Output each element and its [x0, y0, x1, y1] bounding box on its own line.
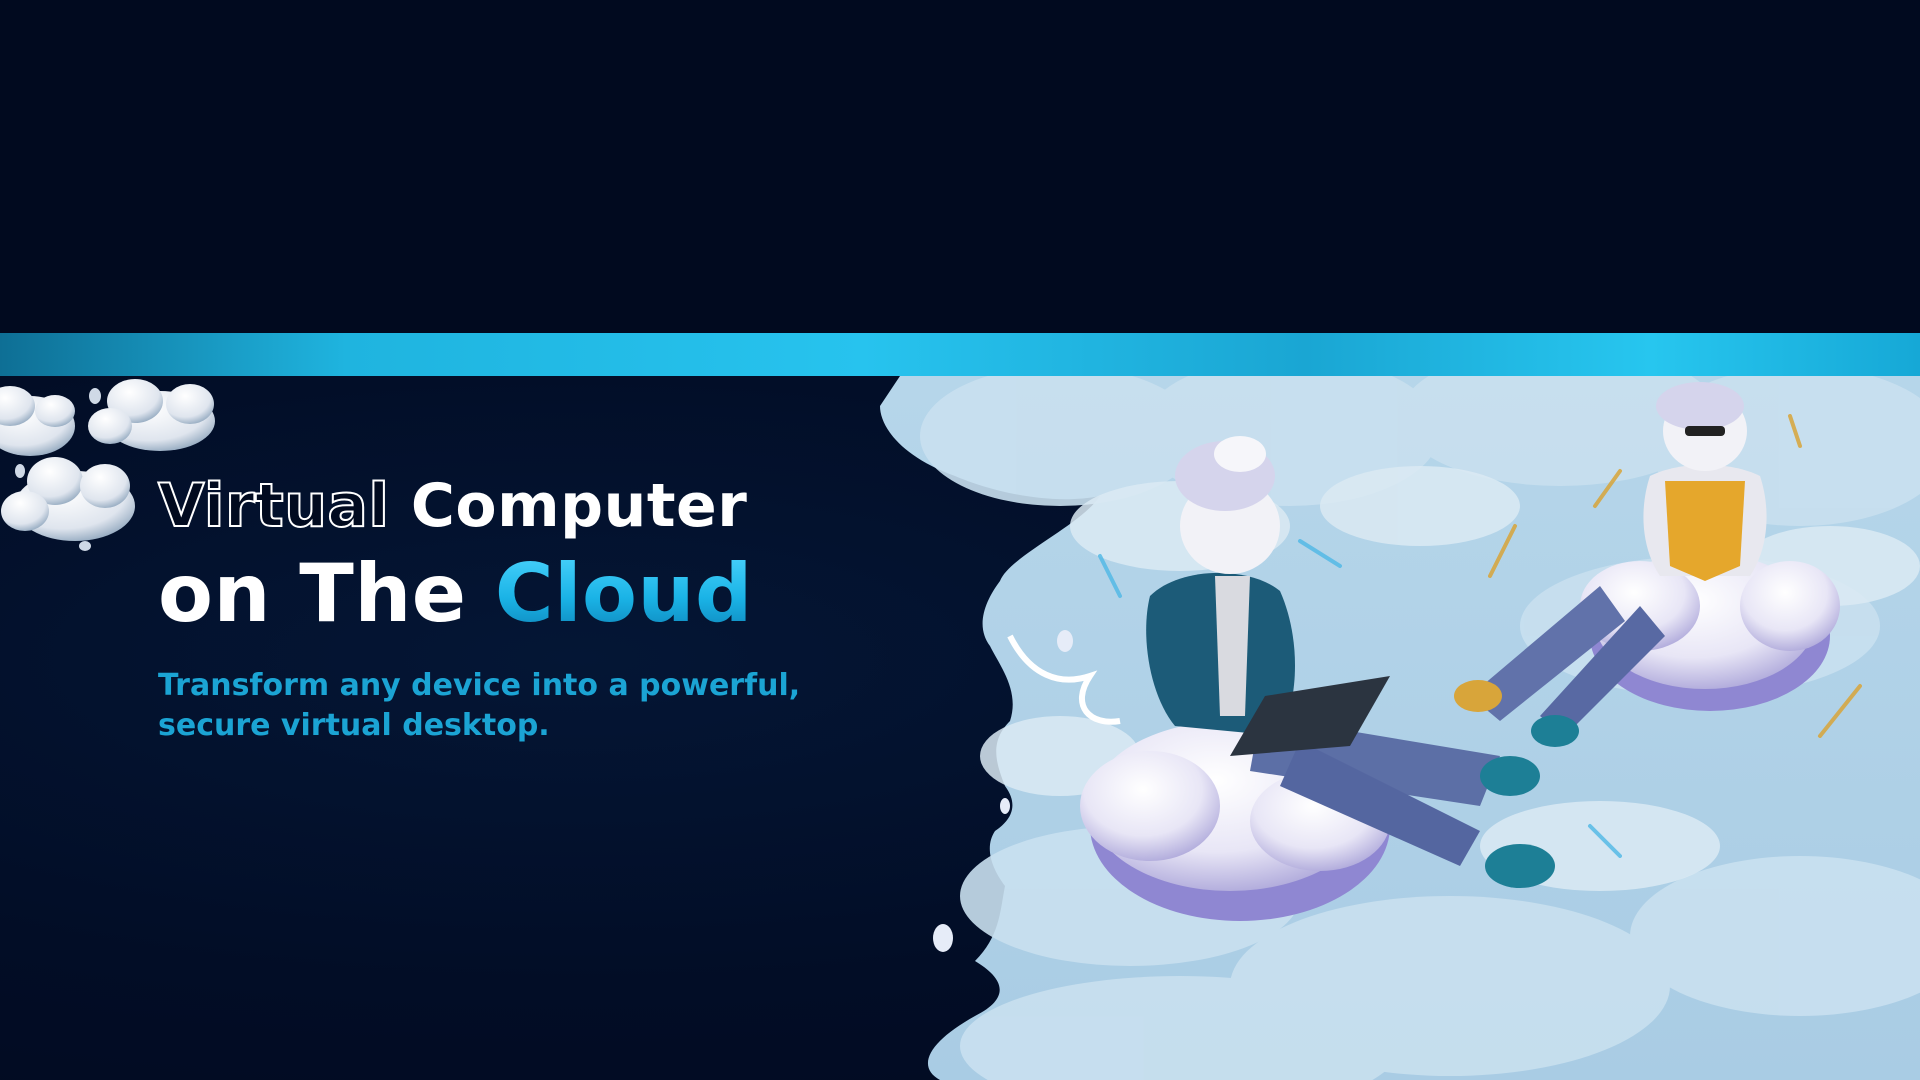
- hero-art: [0, 376, 1920, 1080]
- headline-line2-plain: on The: [158, 547, 495, 640]
- character-with-laptop: [1146, 436, 1555, 888]
- headline: Virtual Computer on The Cloud: [157, 468, 753, 644]
- tagline-line-2: secure virtual desktop.: [158, 708, 550, 743]
- accent-band: [0, 333, 1920, 376]
- headline-outline-word: Virtual: [157, 470, 390, 542]
- cloud-illustration: [880, 376, 1920, 1080]
- headline-line-2: on The Cloud: [158, 544, 753, 644]
- tagline-line-1: Transform any device into a powerful,: [158, 668, 801, 703]
- tagline: Transform any device into a powerful, se…: [158, 666, 801, 746]
- character-in-vest: [1454, 382, 1767, 747]
- hero-banner: Virtual Computer on The Cloud Transform …: [0, 376, 1920, 1080]
- headline-line-1: Virtual Computer: [157, 468, 753, 544]
- cloud-cluster-icon: [0, 379, 215, 551]
- headline-accent-word: Cloud: [494, 547, 753, 640]
- headline-word-rest: Computer: [389, 471, 748, 541]
